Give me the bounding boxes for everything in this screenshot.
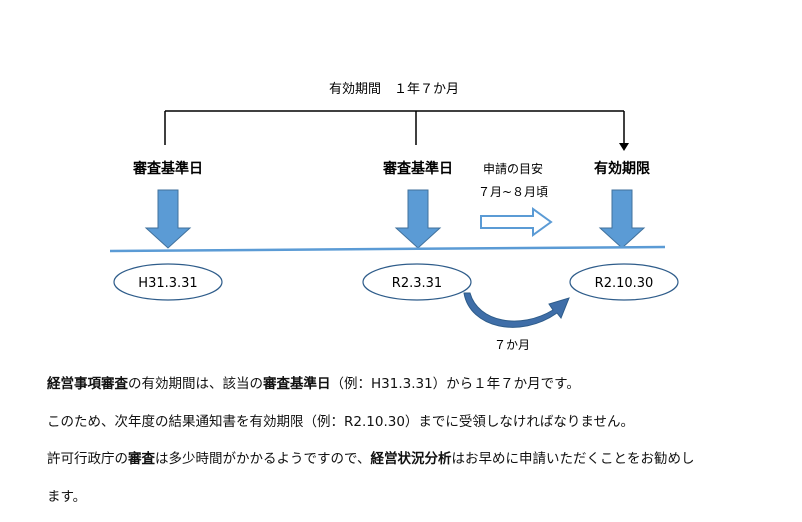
paragraph-text: 許可行政庁の <box>47 451 128 467</box>
paragraph-text: （例：H31.3.31）から１年７か月です。 <box>330 376 580 392</box>
gap-label: ７か月 <box>494 338 530 352</box>
down-arrow-icon-2 <box>394 189 442 249</box>
paragraph-text: の有効期間は、該当の <box>128 376 263 392</box>
validity-timeline-diagram: 有効期間 １年７か月 審査基準日 審査基準日 有効期限 申請の目安 ７月~８月頃… <box>109 82 679 352</box>
down-arrow-icon-3 <box>598 189 646 249</box>
heading-review-date-2: 審査基準日 <box>382 160 453 177</box>
timeline-line <box>109 245 666 253</box>
term-review-date: 審査基準日 <box>263 376 331 392</box>
date-label-3: R2.10.30 <box>595 276 654 291</box>
right-outline-arrow-icon <box>480 207 553 237</box>
term-review: 審査 <box>128 451 155 467</box>
paragraph-text: はお早めに申請いただくことをお勧めし <box>451 451 695 467</box>
paragraph-advice-end: ます。 <box>47 489 87 505</box>
curved-arrow-icon <box>463 292 570 328</box>
date-ellipse-3 <box>569 263 679 301</box>
bracket-arrowhead-icon <box>619 143 629 151</box>
paragraph-advice: 許可行政庁の審査は多少時間がかかるようですので、経営状況分析はお早めに申請いただ… <box>47 447 694 467</box>
application-guide-range: ７月~８月頃 <box>478 185 548 199</box>
date-ellipse-1 <box>113 263 223 301</box>
term-business-analysis: 経営状況分析 <box>370 451 452 467</box>
application-guide-title: 申請の目安 <box>483 161 543 176</box>
date-label-1: H31.3.31 <box>138 276 197 291</box>
heading-expiry-date: 有効期限 <box>594 160 650 177</box>
paragraph-deadline: このため、次年度の結果通知書を有効期限（例：R2.10.30）までに受領しなけれ… <box>47 414 635 430</box>
paragraph-text: は多少時間がかかるようですので、 <box>155 451 371 467</box>
paragraph-validity: 経営事項審査の有効期間は、該当の審査基準日（例：H31.3.31）から１年７か月… <box>47 372 580 392</box>
term-business-review: 経営事項審査 <box>47 376 128 392</box>
date-ellipse-2 <box>362 263 472 301</box>
date-label-2: R2.3.31 <box>392 276 442 291</box>
heading-review-date-1: 審査基準日 <box>132 160 203 177</box>
validity-period-label: 有効期間 １年７か月 <box>329 82 459 97</box>
validity-period-bracket <box>164 110 625 145</box>
down-arrow-icon-1 <box>144 189 192 249</box>
